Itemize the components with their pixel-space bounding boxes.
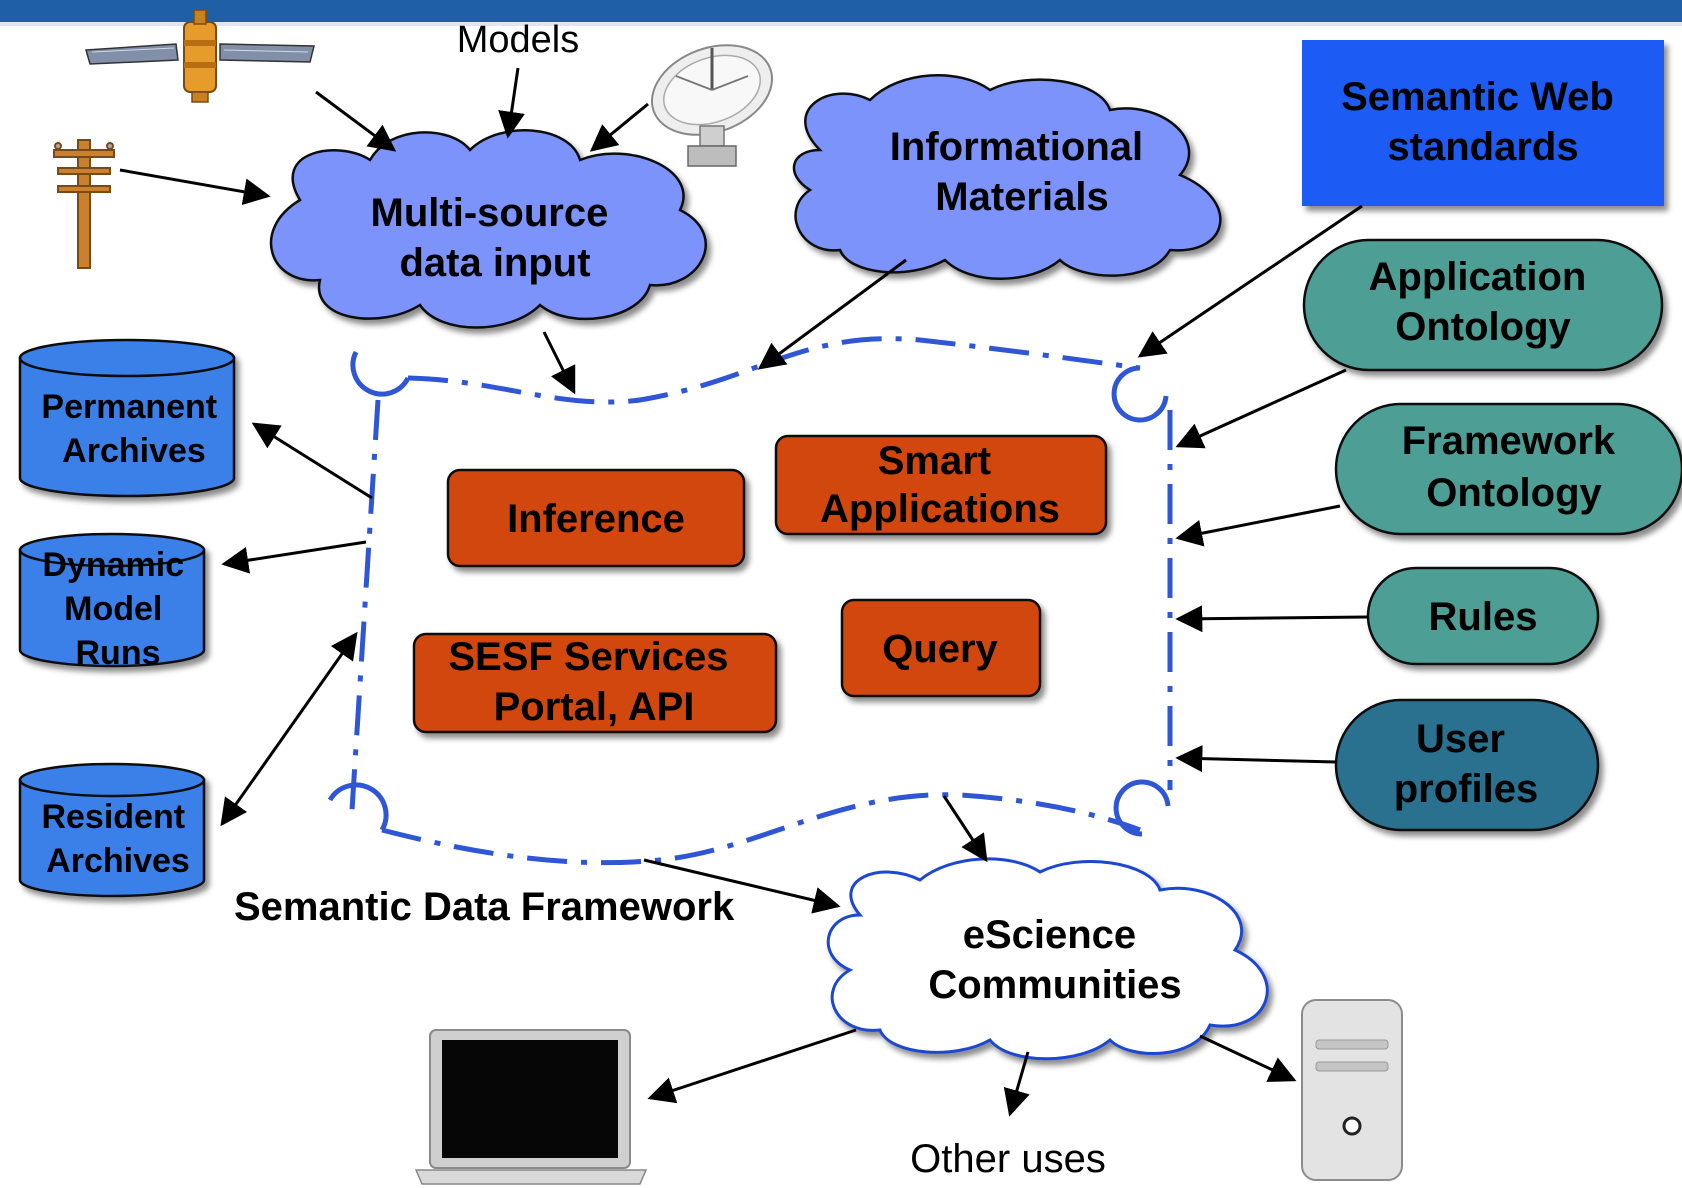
other-uses-label: Other uses (910, 1137, 1106, 1181)
smart-applications-title: Smart Applications (820, 439, 1060, 531)
framework-ontology-title: Framework Ontology (1402, 419, 1627, 515)
utility-pole-icon (53, 139, 115, 269)
user-profiles-pill (1334, 698, 1600, 832)
framework-ontology-pill (1334, 402, 1682, 536)
informational-materials-cloud (792, 74, 1222, 280)
sesf-services-box (412, 632, 778, 734)
top-bar (0, 0, 1682, 22)
rules-title: Rules (1429, 595, 1538, 639)
resident-archives-title: Resident Archives (41, 798, 194, 880)
server-tower-icon (1301, 999, 1403, 1181)
framework-label: Semantic Data Framework (234, 885, 735, 929)
arrows (119, 67, 1369, 1117)
semantic-web-box (1302, 40, 1664, 206)
resident-archives-cylinder (18, 762, 206, 898)
dynamic-model-runs-title: Dynamic Model Runs (42, 546, 193, 672)
sesf-services-title: SESF Services Portal, API (448, 635, 739, 729)
inference-title: Inference (507, 497, 685, 541)
satellite-dish-icon (650, 44, 774, 167)
application-ontology-title: Application Ontology (1369, 255, 1598, 349)
escience-title: eScience Communities (928, 913, 1181, 1007)
semantic-web-title: Semantic Web standards (1341, 75, 1625, 169)
permanent-archives-cylinder (18, 338, 236, 498)
framework-corner-arcs (327, 350, 1171, 837)
informational-materials-title: Informational Materials (890, 125, 1154, 219)
multi-source-cloud (269, 129, 707, 329)
satellite-icon (85, 9, 315, 103)
models-label: Models (457, 19, 580, 61)
dynamic-model-runs-cylinder (18, 532, 206, 668)
smart-applications-box (774, 434, 1108, 536)
query-title: Query (882, 627, 998, 671)
semantic-data-framework-boundary (349, 336, 1173, 866)
inference-box (446, 468, 746, 568)
query-box (840, 598, 1042, 698)
user-profiles-title: User profiles (1394, 717, 1538, 811)
escience-cloud (826, 857, 1269, 1061)
application-ontology-pill (1302, 238, 1664, 372)
multi-source-title: Multi-source data input (371, 191, 620, 285)
laptop-icon (414, 1029, 648, 1185)
rules-pill (1366, 566, 1600, 666)
permanent-archives-title: Permanent Archives (41, 388, 226, 470)
